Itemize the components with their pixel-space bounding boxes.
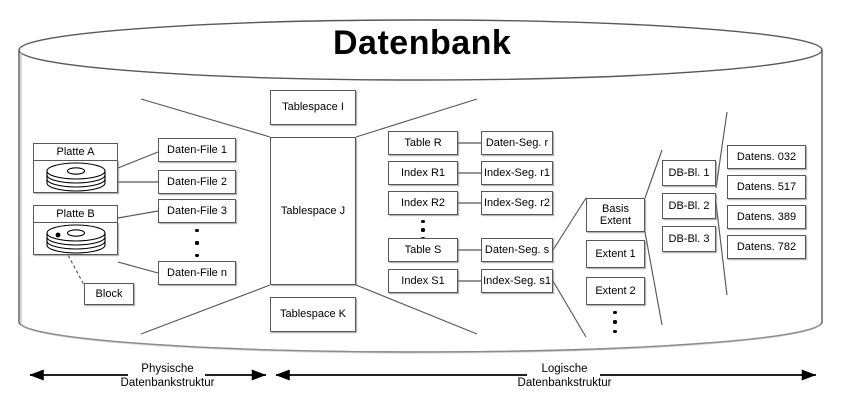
db-block-box[interactable]: DB-Bl. 1 xyxy=(662,160,716,186)
extent-to-dbblock-expansion xyxy=(644,149,663,326)
db-block-label: DB-Bl. 2 xyxy=(668,199,710,212)
record-label: Datens. 517 xyxy=(736,180,797,193)
disk-label-platte-a: Platte A xyxy=(33,143,118,160)
index-box[interactable]: Index R2 xyxy=(388,191,458,215)
segment-label: Index-Seg. r2 xyxy=(483,196,551,209)
disk-stack-icon xyxy=(45,223,106,254)
table-list-ellipsis-icon xyxy=(421,220,425,240)
disk-platter-platte-a xyxy=(33,160,118,193)
physical-structure-label: Physische Datenbankstruktur xyxy=(105,362,230,391)
disk-platter-platte-b xyxy=(33,222,118,255)
disk-stack-icon xyxy=(45,161,106,192)
block-box[interactable]: Block xyxy=(84,283,134,305)
tablespace-to-table-expansion xyxy=(355,98,478,335)
physical-structure-label-line2: Datenbankstruktur xyxy=(120,377,215,390)
physical-structure-label-line1: Physische xyxy=(141,363,194,375)
extent-label: Extent 1 xyxy=(595,247,636,260)
record-box[interactable]: Datens. 782 xyxy=(727,235,806,259)
extent-list-ellipsis-icon xyxy=(613,311,617,333)
table-label: Table R xyxy=(404,136,442,149)
db-block-label: DB-Bl. 1 xyxy=(668,166,710,179)
block-label: Block xyxy=(95,287,123,300)
tablespace-to-datafile-expansion xyxy=(140,98,271,335)
data-file-box[interactable]: Daten-File 3 xyxy=(158,199,236,223)
segment-box[interactable]: Daten-Seg. r xyxy=(481,131,553,155)
segment-label: Index-Seg. r1 xyxy=(483,166,551,179)
basis-extent-label-line1: Basis xyxy=(602,202,629,215)
record-label: Datens. 782 xyxy=(736,240,797,253)
segment-label: Index-Seg. s1 xyxy=(483,274,551,287)
data-file-box[interactable]: Daten-File 1 xyxy=(158,138,236,162)
db-block-box[interactable]: DB-Bl. 3 xyxy=(662,226,716,252)
record-box[interactable]: Datens. 517 xyxy=(727,175,806,199)
segment-box[interactable]: Index-Seg. s1 xyxy=(481,269,553,293)
dbblock-to-record-expansion xyxy=(715,111,728,296)
record-box[interactable]: Datens. 032 xyxy=(727,145,806,169)
data-file-box[interactable]: Daten-File 2 xyxy=(158,170,236,194)
disk-label-text: Platte A xyxy=(56,146,95,158)
extent-box[interactable]: Extent 2 xyxy=(586,277,645,305)
segment-label: Daten-Seg. s xyxy=(484,243,550,256)
data-file-box[interactable]: Daten-File n xyxy=(158,261,236,285)
disk-label-text: Platte B xyxy=(56,208,95,220)
record-label: Datens. 389 xyxy=(736,210,797,223)
table-label: Table S xyxy=(404,243,442,256)
index-box[interactable]: Index R1 xyxy=(388,161,458,185)
basis-extent-label-line2: Extent xyxy=(599,215,632,227)
segment-label: Daten-Seg. r xyxy=(485,136,549,149)
table-box[interactable]: Table S xyxy=(388,238,458,262)
index-label: Index R1 xyxy=(400,166,446,179)
data-file-ellipsis-icon xyxy=(195,229,199,257)
record-label: Datens. 032 xyxy=(736,150,797,163)
disk-label-platte-b: Platte B xyxy=(33,205,118,222)
disk-to-file-connectors xyxy=(117,151,159,274)
table-box[interactable]: Table R xyxy=(388,131,458,155)
index-label: Index S1 xyxy=(401,274,445,287)
db-block-box[interactable]: DB-Bl. 2 xyxy=(662,193,716,219)
db-block-label: DB-Bl. 3 xyxy=(668,232,710,245)
segment-box[interactable]: Index-Seg. r2 xyxy=(481,191,553,215)
logical-structure-label-line1: Logische xyxy=(541,363,588,375)
segment-box[interactable]: Index-Seg. r1 xyxy=(481,161,553,185)
data-file-label: Daten-File 2 xyxy=(167,175,227,188)
data-file-label: Daten-File 1 xyxy=(167,143,227,156)
page-title: Datenbank xyxy=(333,24,512,62)
table-segment-links xyxy=(458,142,481,282)
tablespace-box-i[interactable]: Tablespace I xyxy=(270,90,356,125)
tablespace-box-k[interactable]: Tablespace K xyxy=(270,297,356,332)
data-file-label: Daten-File n xyxy=(167,266,227,279)
basis-extent-box[interactable]: Basis Extent xyxy=(586,198,645,232)
tablespace-label: Tablespace J xyxy=(280,204,346,217)
index-label: Index R2 xyxy=(400,196,446,209)
data-file-label: Daten-File 3 xyxy=(167,204,227,217)
extent-label: Extent 2 xyxy=(595,284,636,297)
index-box[interactable]: Index S1 xyxy=(388,269,458,293)
segment-box[interactable]: Daten-Seg. s xyxy=(481,238,553,262)
record-box[interactable]: Datens. 389 xyxy=(727,205,806,229)
database-cylinder-shape xyxy=(18,19,823,353)
extent-box[interactable]: Extent 1 xyxy=(586,240,645,268)
logical-structure-label-line2: Datenbankstruktur xyxy=(517,377,612,390)
tablespace-label: Tablespace I xyxy=(282,101,344,114)
cylinder-shadow xyxy=(19,52,821,354)
tablespace-box-j[interactable]: Tablespace J xyxy=(270,137,356,285)
tablespace-label: Tablespace K xyxy=(279,308,347,321)
segment-to-extent-expansion xyxy=(552,197,587,338)
logical-structure-label: Logische Datenbankstruktur xyxy=(502,362,627,391)
